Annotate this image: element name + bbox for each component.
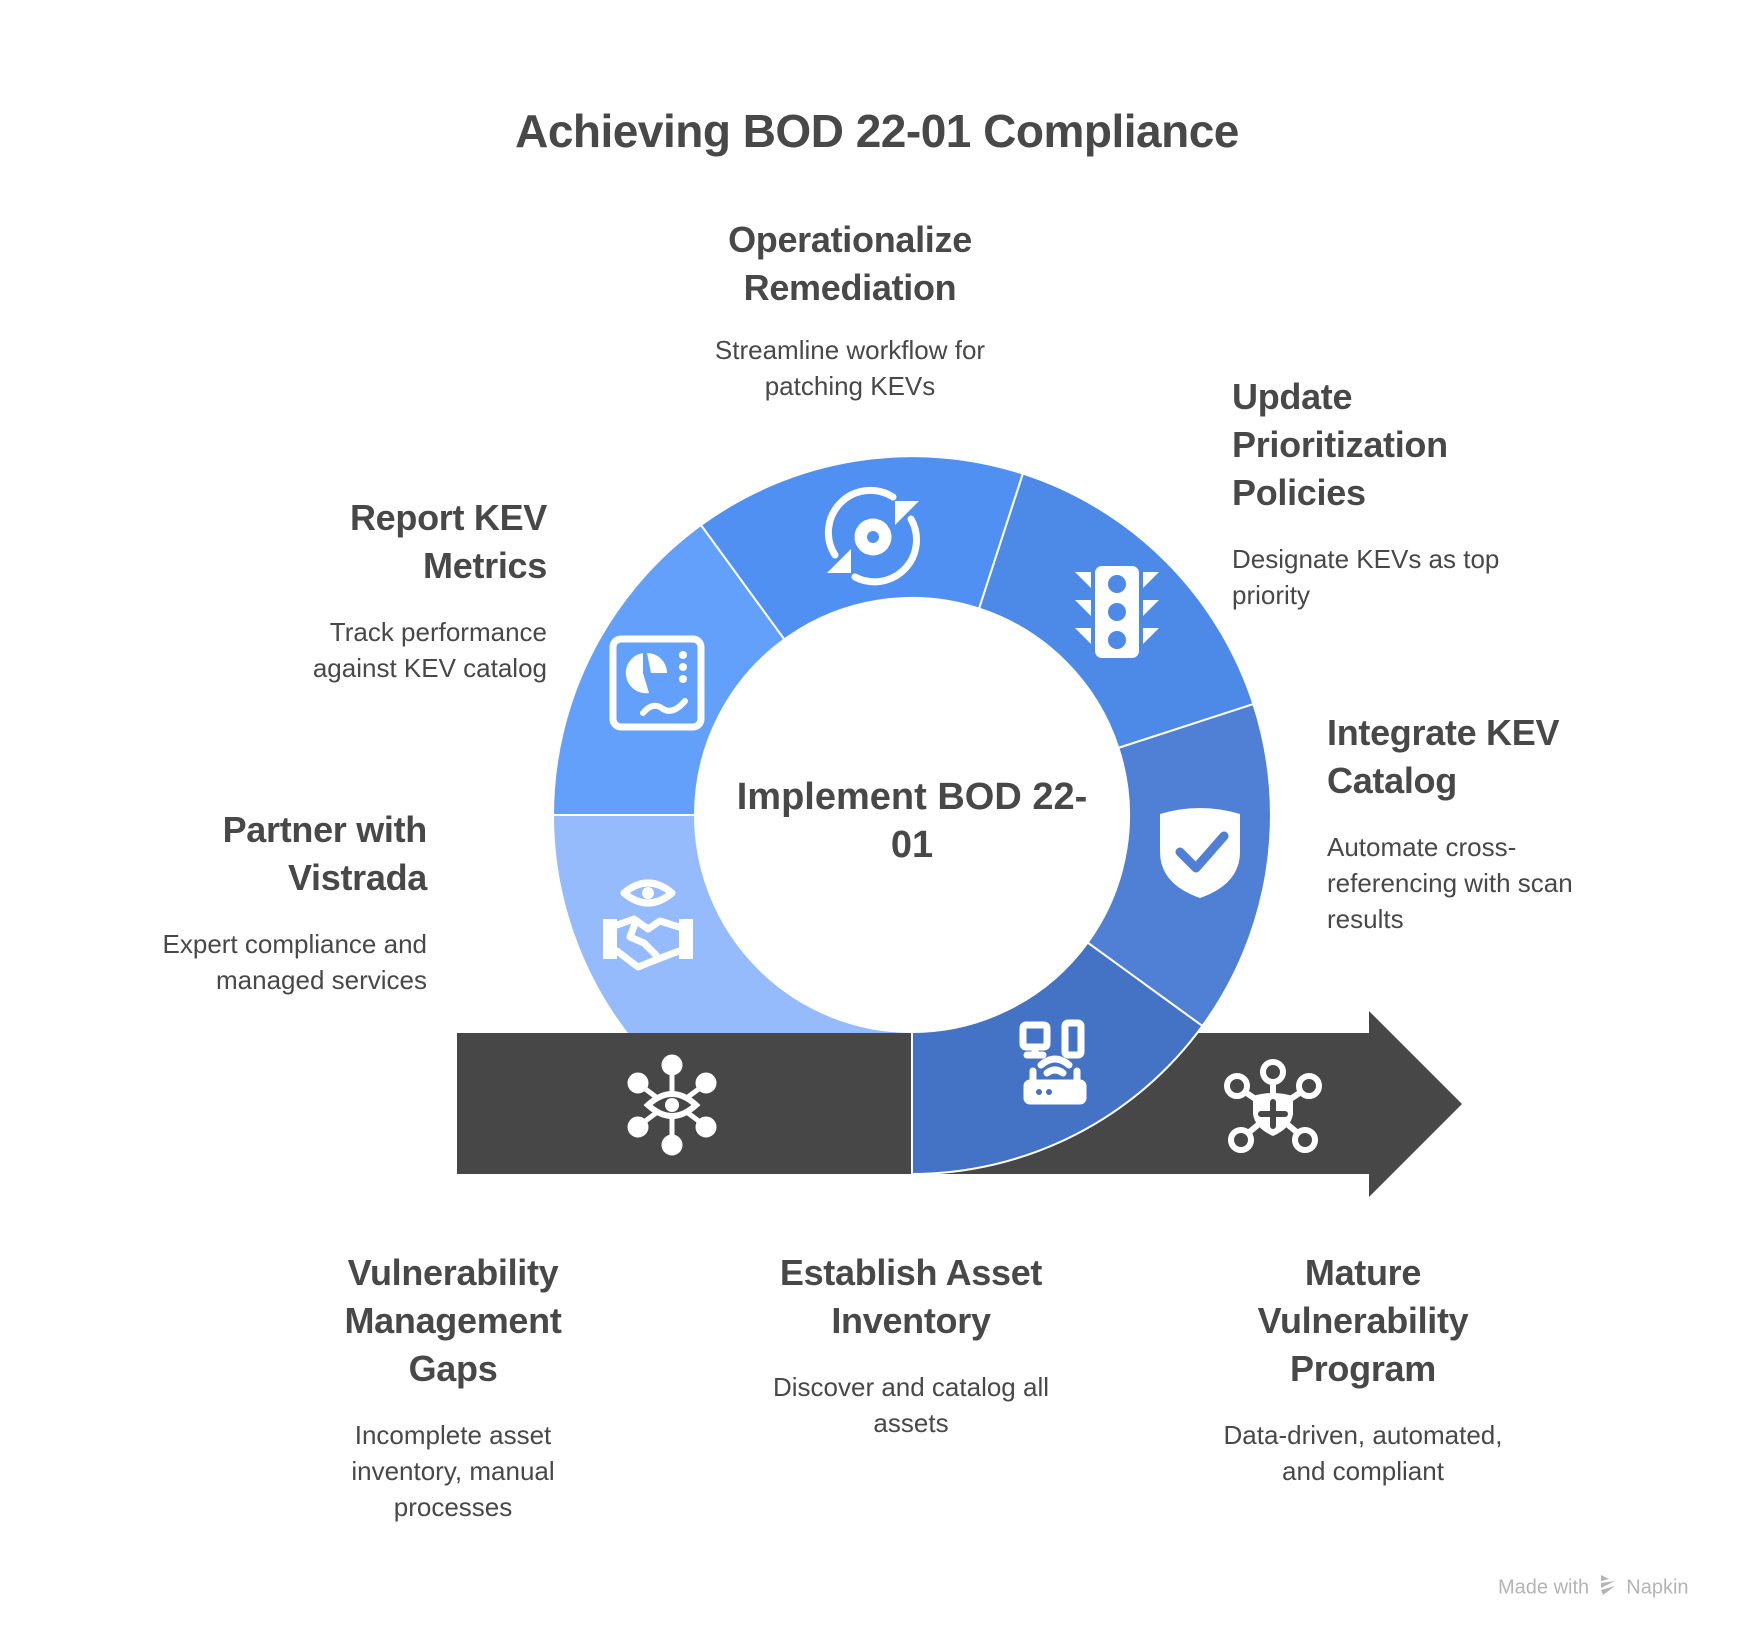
- step-title: Mature Vulnerability Program: [1257, 1252, 1469, 1389]
- step-description: Data-driven, automated, and compliant: [1223, 1420, 1503, 1486]
- step-description: Incomplete asset inventory, manual proce…: [351, 1420, 555, 1522]
- step-description: Designate KEVs as top priority: [1232, 544, 1500, 610]
- step-title: Vulnerability Management Gaps: [344, 1252, 562, 1389]
- step-title: Partner with Vistrada: [222, 809, 428, 898]
- step-description: Track performance against KEV catalog: [312, 617, 547, 683]
- network-eye-icon: [627, 1054, 717, 1156]
- page-title: Achieving BOD 22-01 Compliance: [515, 105, 1239, 157]
- center-label-line-1: Implement BOD 22-: [736, 776, 1088, 818]
- dashboard-chart-icon: [609, 635, 705, 731]
- watermark: Made with Napkin: [1498, 1574, 1689, 1602]
- step-description: Automate cross- referencing with scan re…: [1327, 832, 1573, 934]
- step-report: Report KEV Metrics Track performance aga…: [187, 494, 547, 686]
- center-label: Implement BOD 22- 01: [712, 773, 1112, 869]
- step-title: Establish Asset Inventory: [779, 1252, 1043, 1341]
- step-description: Discover and catalog all assets: [772, 1372, 1050, 1438]
- step-integrate: Integrate KEV Catalog Automate cross- re…: [1327, 709, 1667, 937]
- step-title: Operationalize Remediation: [728, 219, 972, 308]
- handshake-eye-icon: [603, 879, 693, 971]
- arrow-start: Vulnerability Management Gaps Incomplete…: [293, 1249, 613, 1525]
- step-title: Update Prioritization Policies: [1232, 376, 1448, 513]
- step-description: Streamline workflow for patching KEVs: [714, 335, 986, 401]
- network-shield-plus-icon: [1224, 1059, 1322, 1153]
- center-label-line-2: 01: [890, 824, 934, 866]
- napkin-logo-icon: [1599, 1574, 1617, 1602]
- center-hub: [696, 599, 1128, 1031]
- watermark-brand: Napkin: [1626, 1576, 1689, 1599]
- segment-report[interactable]: [551, 523, 786, 816]
- step-asset: Establish Asset Inventory Discover and c…: [711, 1249, 1111, 1441]
- step-partner: Partner with Vistrada Expert compliance …: [67, 806, 428, 998]
- step-operationalize: Operationalize Remediation Streamline wo…: [620, 216, 1080, 404]
- network-devices-icon: [1019, 1019, 1087, 1105]
- traffic-light-icon: [1075, 566, 1159, 658]
- step-description: Expert compliance and managed services: [162, 929, 427, 995]
- step-update: Update Prioritization Policies Designate…: [1232, 373, 1592, 613]
- watermark-prefix: Made with: [1498, 1576, 1590, 1599]
- gear-refresh-icon: [824, 486, 920, 586]
- step-title: Integrate KEV Catalog: [1327, 712, 1560, 801]
- step-title: Report KEV Metrics: [349, 497, 547, 586]
- shield-check-icon: [1160, 808, 1240, 898]
- arrow-end: Mature Vulnerability Program Data-driven…: [1183, 1249, 1543, 1489]
